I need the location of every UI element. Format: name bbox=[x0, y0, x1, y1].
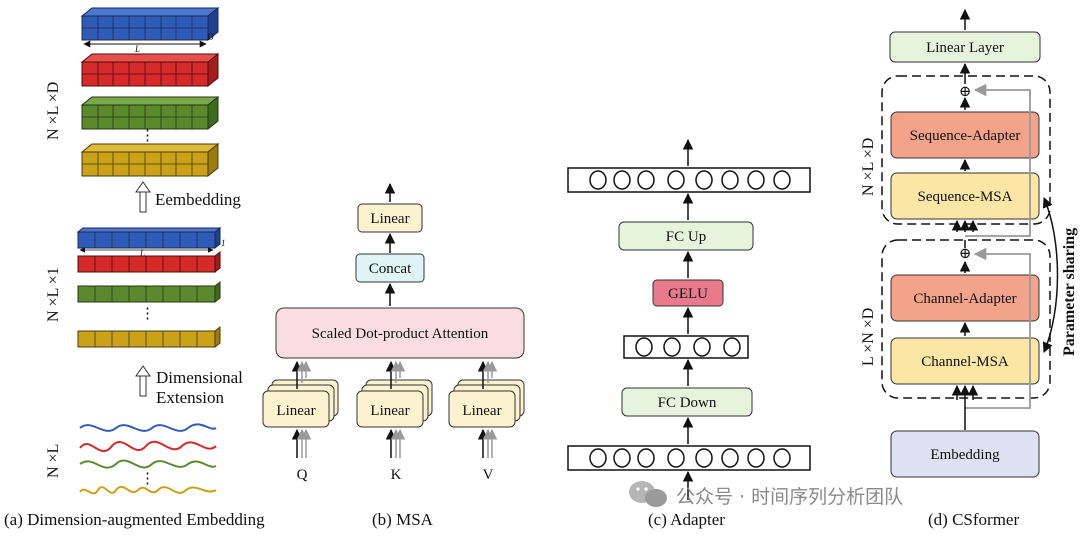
embedding-label: Embedding bbox=[930, 447, 1000, 463]
panel-c: FC Up GELU FC Down (c) Adapter bbox=[567, 138, 811, 529]
input-v: V bbox=[483, 467, 494, 483]
watermark: 公众号 · 时间序列分析团队 bbox=[629, 481, 903, 508]
parameter-sharing-arrow bbox=[1042, 197, 1059, 353]
ellipsis-top: ⋮ bbox=[140, 128, 155, 144]
embedding-block-red bbox=[80, 52, 220, 88]
extension-label-1: Dimensional bbox=[156, 368, 243, 387]
sequence-adapter-box: Sequence-Adapter bbox=[890, 111, 1040, 159]
channel-msa-label: Channel-MSA bbox=[921, 354, 1009, 370]
dim-D-label: D bbox=[206, 32, 214, 42]
embedding-arrow bbox=[135, 181, 151, 213]
linear-k-stack: Linear K bbox=[356, 360, 433, 483]
embedding-block-gold bbox=[80, 142, 220, 178]
label-nld: N ×L ×D bbox=[45, 82, 62, 140]
caption-c: (c) Adapter bbox=[648, 510, 725, 529]
channel-msa-box: Channel-MSA bbox=[890, 337, 1040, 385]
attention-label: Scaled Dot-product Attention bbox=[312, 326, 489, 342]
fc-up-label: FC Up bbox=[666, 229, 706, 245]
fc-up-box: FC Up bbox=[618, 221, 754, 251]
sequence-plus: ⊕ bbox=[959, 84, 972, 100]
gelu-box: GELU bbox=[652, 279, 724, 307]
label-top-dims: N ×L ×D bbox=[860, 138, 877, 196]
ellipsis-mid: ⋮ bbox=[140, 306, 155, 322]
panel-b: Linear Concat Scaled Dot-product Attenti… bbox=[262, 182, 525, 529]
output-neurons bbox=[567, 167, 811, 193]
flat-row-blue: L 1 bbox=[76, 226, 226, 258]
channel-adapter-label: Channel-Adapter bbox=[913, 291, 1016, 307]
bottleneck-neurons bbox=[623, 335, 749, 359]
label-nl1: N ×L ×1 bbox=[45, 267, 62, 322]
sequence-adapter-label: Sequence-Adapter bbox=[910, 128, 1021, 144]
linear-top-box: Linear bbox=[357, 203, 423, 233]
caption-a: (a) Dimension-augmented Embedding bbox=[4, 510, 265, 529]
concat-box: Concat bbox=[355, 253, 425, 283]
watermark-text: 公众号 · 时间序列分析团队 bbox=[676, 486, 903, 508]
embedding-block-green bbox=[80, 95, 220, 131]
embedding-block-blue bbox=[80, 6, 220, 42]
fc-down-box: FC Down bbox=[621, 387, 753, 417]
linear-k-label: Linear bbox=[370, 403, 409, 419]
flat-row-gold bbox=[77, 325, 221, 349]
flat-row-green bbox=[77, 280, 221, 304]
dim-1-label: 1 bbox=[221, 238, 226, 248]
linear-v-label: Linear bbox=[462, 403, 501, 419]
channel-adapter-box: Channel-Adapter bbox=[890, 274, 1040, 322]
dim-L-label-flat: L bbox=[139, 248, 145, 258]
label-nl: N ×L bbox=[45, 444, 62, 478]
input-neurons bbox=[567, 445, 811, 471]
linear-layer-label: Linear Layer bbox=[926, 40, 1004, 56]
caption-d: (d) CSformer bbox=[928, 510, 1019, 529]
dim-L-label: L bbox=[134, 44, 140, 54]
concat-label: Concat bbox=[369, 261, 412, 277]
wechat-icon bbox=[629, 481, 667, 507]
fc-down-label: FC Down bbox=[658, 395, 717, 411]
flat-row-red bbox=[77, 250, 221, 274]
ellipsis-bottom: ⋮ bbox=[140, 471, 155, 487]
sequence-msa-box: Sequence-MSA bbox=[890, 172, 1040, 220]
parameter-sharing-label: Parameter sharing bbox=[1061, 228, 1078, 356]
linear-layer-box: Linear Layer bbox=[889, 31, 1041, 63]
channel-block-border bbox=[881, 239, 1051, 399]
panel-d: Linear Layer ⊕ Sequence-Adapter Sequence… bbox=[860, 8, 1078, 529]
input-q: Q bbox=[297, 467, 308, 483]
dim-L-indicator: L D bbox=[83, 32, 214, 54]
raw-series bbox=[79, 423, 217, 495]
embedding-arrow-label: Eembedding bbox=[155, 190, 241, 209]
embedding-box: Embedding bbox=[890, 430, 1040, 478]
input-k: K bbox=[391, 467, 402, 483]
extension-label-2: Extension bbox=[156, 388, 224, 407]
linear-v-stack: Linear V bbox=[448, 360, 525, 483]
panel-a: L D ⋮ bbox=[4, 6, 265, 529]
attention-box: Scaled Dot-product Attention bbox=[275, 307, 525, 359]
extension-arrow bbox=[135, 365, 151, 397]
linear-q-label: Linear bbox=[276, 403, 315, 419]
linear-top-label: Linear bbox=[370, 211, 409, 227]
sequence-msa-label: Sequence-MSA bbox=[918, 189, 1013, 205]
channel-plus: ⊕ bbox=[959, 246, 972, 262]
label-bottom-dims: L ×N ×D bbox=[860, 308, 877, 366]
gelu-label: GELU bbox=[668, 286, 708, 302]
caption-b: (b) MSA bbox=[372, 510, 434, 529]
linear-q-stack: Linear Q bbox=[262, 360, 339, 483]
